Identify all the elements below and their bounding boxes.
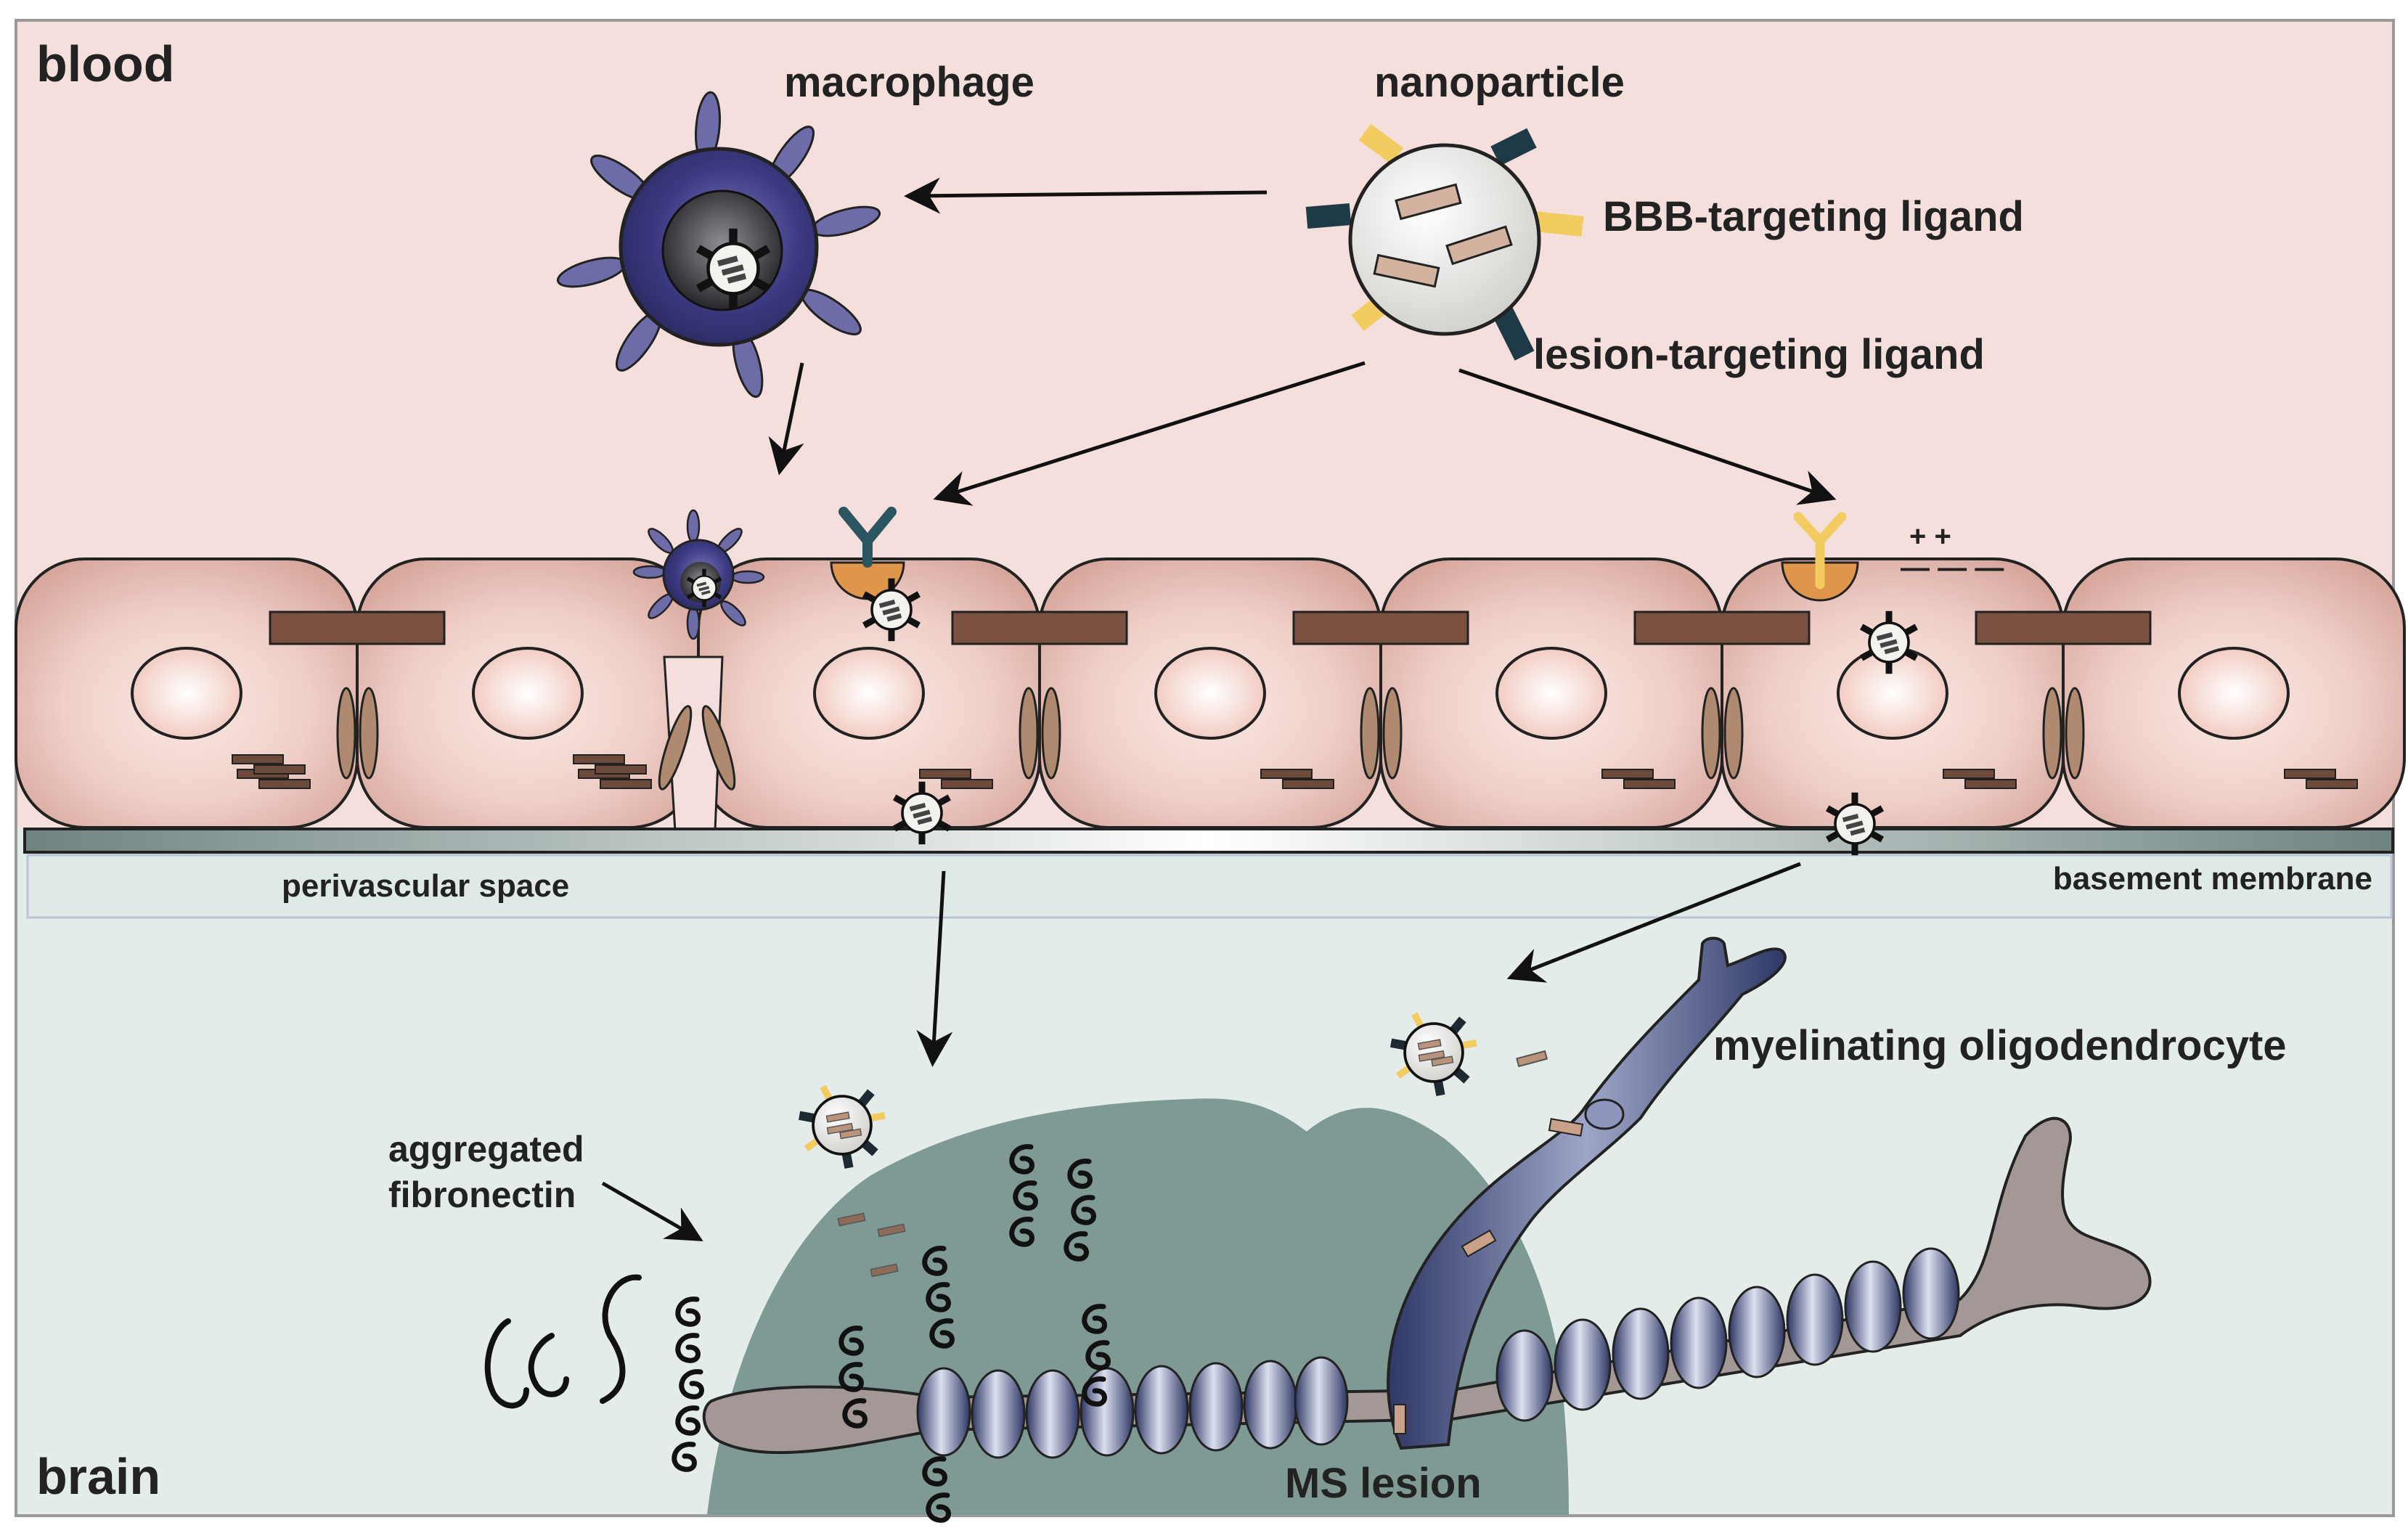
label-blood: blood (36, 36, 174, 92)
arrow-to-oligodendrocyte (1506, 862, 1801, 983)
oligodendrocyte (1387, 936, 1787, 1450)
label-macrophage: macrophage (784, 59, 1034, 106)
perivascular-space-band (26, 854, 2393, 919)
myelin-sheath (916, 1247, 1960, 1459)
label-nanoparticle: nanoparticle (1374, 59, 1625, 106)
label-ms-lesion: MS lesion (1285, 1460, 1482, 1507)
arrows (601, 177, 1837, 1241)
released-cargo-cluster (837, 1212, 906, 1278)
nanoparticle-large (1305, 123, 1584, 361)
label-aggregated: aggregated (388, 1129, 584, 1169)
receptor-right (1781, 512, 1859, 602)
endothelial-cell (356, 557, 700, 829)
endothelium (15, 557, 2406, 833)
arrow-np-to-macrophage (904, 177, 1268, 214)
endothelial-cell (1379, 557, 1723, 829)
tight-junctions (269, 610, 2152, 645)
negative-charges: — — — (1901, 552, 2004, 584)
arrow-np-to-right-receptor (1458, 368, 1837, 505)
released-cargo (1516, 1050, 1548, 1068)
endothelial-cell (1721, 557, 2065, 829)
endothelial-cell (15, 557, 359, 829)
junction-strips (232, 754, 647, 775)
label-perivascular-space: perivascular space (282, 868, 569, 904)
endothelial-cell (1038, 557, 1382, 829)
aggregated-fibronectin (484, 1147, 1109, 1521)
adherens-junctions (336, 687, 2085, 791)
arrow-np-to-left-receptor (933, 361, 1366, 506)
macrophage-small (632, 509, 765, 640)
positive-charges: + + (1909, 520, 1951, 552)
label-fibronectin: fibronectin (388, 1175, 576, 1215)
basement-membrane-band (23, 828, 2394, 854)
endothelial-cell (2062, 557, 2406, 829)
arrow-to-fibronectin (601, 1181, 703, 1241)
label-bbb-targeting-ligand: BBB-targeting ligand (1603, 193, 2024, 240)
label-myelinating-oligodendrocyte: myelinating oligodendrocyte (1713, 1022, 2287, 1069)
label-basement-membrane: basement membrane (2053, 861, 2372, 896)
label-lesion-targeting-ligand: lesion-targeting ligand (1533, 331, 1985, 378)
arrow-macrophage-down (768, 362, 804, 475)
label-brain: brain (36, 1448, 160, 1505)
arrow-down-to-brain (916, 870, 953, 1067)
macrophage-large (556, 91, 881, 399)
